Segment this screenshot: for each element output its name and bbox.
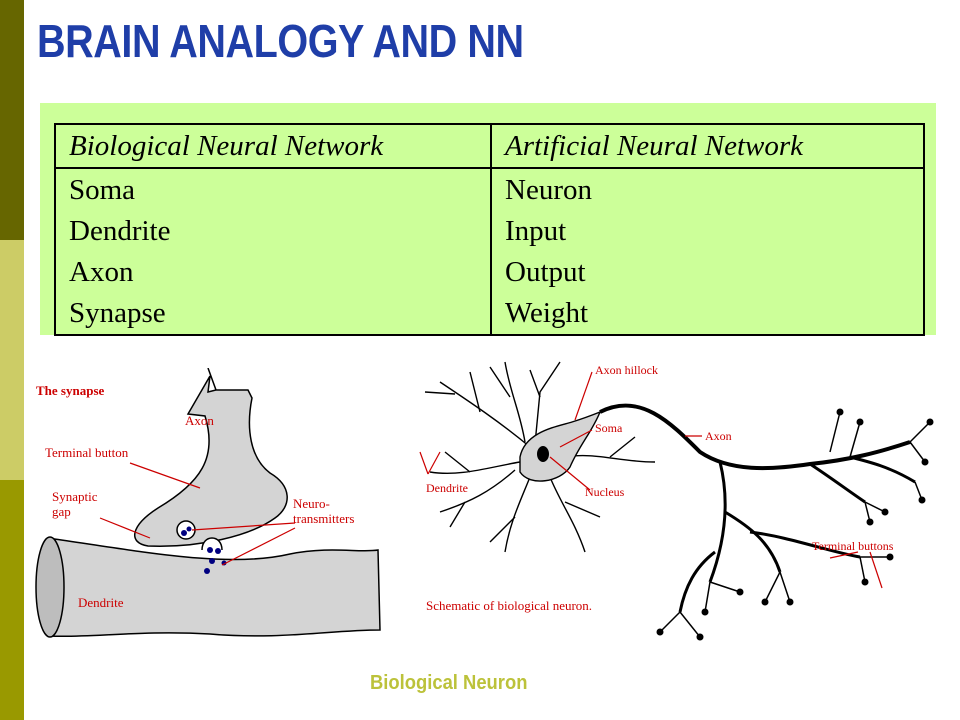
synapse-label-dendrite: Dendrite	[78, 595, 124, 610]
synapse-diagram: The synapse Axon Terminal button Synapti…	[35, 368, 381, 638]
terminal-button	[921, 458, 929, 466]
terminal-button	[736, 588, 744, 596]
dendrite-end	[35, 536, 65, 638]
table-cell: Dendrite	[69, 215, 171, 247]
dendrite-branches	[424, 361, 656, 553]
terminal-button	[926, 418, 934, 426]
nucleus	[537, 446, 549, 462]
sidebar-band-bottom	[0, 480, 24, 720]
slide-title: BRAIN ANALOGY AND NN	[37, 15, 524, 67]
synapse-label-axon: Axon	[185, 413, 214, 428]
table-cell: Soma	[69, 174, 136, 206]
terminal-button	[656, 628, 664, 636]
neuron-label-axon-hillock: Axon hillock	[595, 363, 658, 377]
synapse-leader-lines	[99, 462, 296, 566]
terminal-buttons-dots	[656, 408, 934, 641]
artificial-column: Neuron Input Output Weight	[490, 167, 925, 336]
terminal-button	[856, 418, 864, 426]
neurotransmitter-dot	[215, 548, 221, 554]
synapse-heading: The synapse	[36, 383, 104, 398]
neurotransmitter-dot	[186, 526, 192, 532]
terminal-button	[701, 608, 709, 616]
terminal-button	[886, 553, 894, 561]
synapse-label-synaptic: Synaptic	[52, 489, 98, 504]
neurotransmitter-dot	[181, 530, 187, 536]
table-body-row: Soma Dendrite Axon Synapse Neuron Input …	[54, 167, 925, 336]
synapse-label-terminal-button: Terminal button	[45, 445, 129, 460]
neurotransmitter-dot	[209, 558, 215, 564]
synapse-label-neuro: Neuro-	[293, 496, 330, 511]
table-header-row: Biological Neural Network Artificial Neu…	[54, 123, 925, 169]
header-artificial: Artificial Neural Network	[490, 123, 925, 169]
neuron-label-soma: Soma	[595, 421, 623, 435]
synapse-label-gap: gap	[52, 504, 71, 519]
terminal-branches	[659, 411, 931, 638]
neuron-label-axon: Axon	[705, 429, 732, 443]
terminal-button	[786, 598, 794, 606]
axon-path	[599, 403, 911, 471]
synapse-label-transmitters: transmitters	[293, 511, 354, 526]
axon-terminal-shape	[133, 368, 288, 547]
table-cell: Input	[505, 215, 567, 247]
neurotransmitter-dots	[181, 526, 227, 574]
comparison-panel: Biological Neural Network Artificial Neu…	[40, 103, 936, 336]
table-cell: Neuron	[505, 174, 592, 206]
neurotransmitter-dot	[207, 547, 213, 553]
neuron-label-terminal-buttons: Terminal buttons	[812, 539, 894, 553]
neuron-diagram: Axon hillock Soma Axon Nucleus Dendrite …	[419, 361, 934, 641]
sidebar-band-top	[0, 0, 24, 240]
table-cell: Weight	[505, 297, 589, 329]
neuron-label-dendrite: Dendrite	[426, 481, 468, 495]
table-cell: Synapse	[69, 297, 166, 329]
axon-branches	[678, 455, 916, 613]
terminal-button	[836, 408, 844, 416]
table-cell: Axon	[69, 256, 134, 288]
header-biological: Biological Neural Network	[54, 123, 492, 169]
sidebar-band-middle	[0, 240, 24, 480]
neuron-label-schematic: Schematic of biological neuron.	[426, 598, 592, 613]
figure-caption: Biological Neuron	[370, 672, 528, 694]
table-cell: Output	[505, 256, 586, 288]
neuron-leader-lines	[419, 371, 883, 589]
terminal-button	[861, 578, 869, 586]
terminal-button	[881, 508, 889, 516]
neurotransmitter-dot	[204, 568, 210, 574]
biological-column: Soma Dendrite Axon Synapse	[54, 167, 492, 336]
terminal-button	[918, 496, 926, 504]
dendrite-shape	[47, 537, 381, 638]
receptor-bump	[201, 537, 223, 551]
comparison-table: Biological Neural Network Artificial Neu…	[54, 123, 925, 336]
terminal-button	[761, 598, 769, 606]
neuron-label-nucleus: Nucleus	[585, 485, 625, 499]
terminal-button	[696, 633, 704, 641]
terminal-button	[866, 518, 874, 526]
